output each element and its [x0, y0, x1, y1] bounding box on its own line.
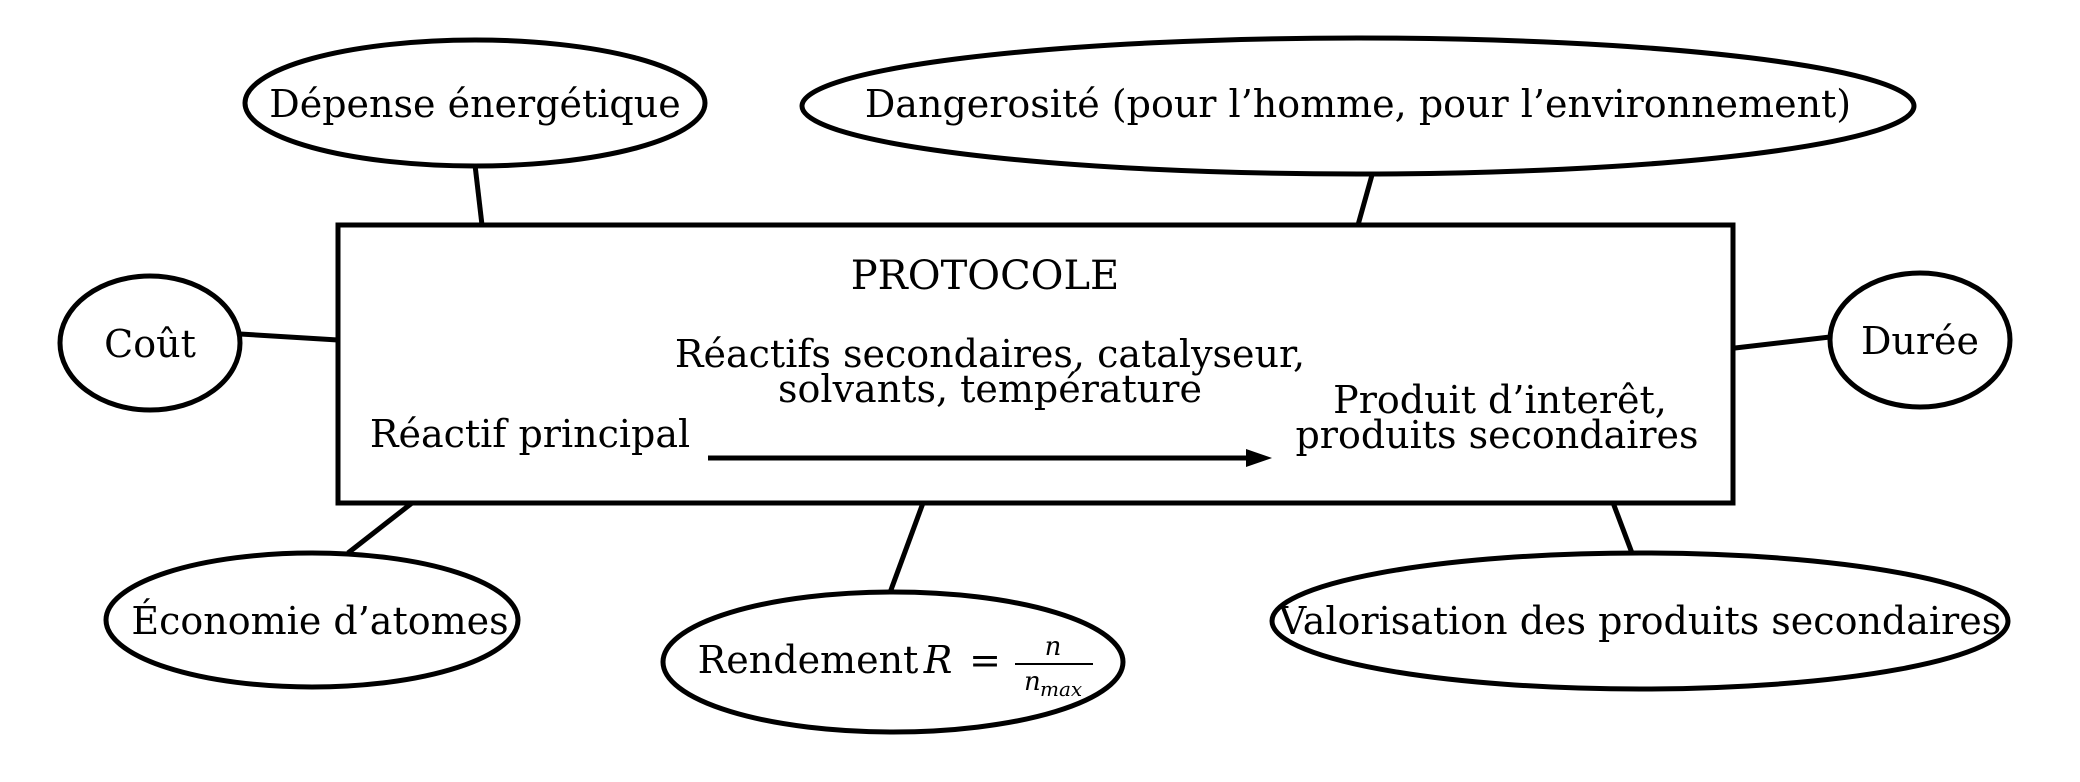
atom-economy-ellipse — [103, 550, 521, 690]
duration-ellipse — [1827, 270, 2013, 410]
connector-duration — [1734, 334, 1831, 351]
connector-danger — [1355, 174, 1375, 226]
yield-symbol: R — [923, 638, 953, 682]
cost-label: Coût — [104, 322, 196, 366]
connector-cost — [239, 331, 339, 343]
byproducts-ellipse — [1269, 550, 2011, 692]
yield-denominator-subscript: max — [1040, 677, 1082, 701]
yield-equals: = — [969, 638, 1001, 682]
criterion-danger: Dangerosité (pour l’homme, pour l’enviro… — [799, 35, 1917, 177]
yield-numerator: n — [1045, 632, 1062, 662]
connector-byproducts — [1609, 499, 1635, 554]
conditions-line-1: Réactifs secondaires, catalyseur, — [675, 332, 1305, 376]
product-line-2: produits secondaires — [1295, 413, 1698, 457]
danger-ellipse — [799, 35, 1917, 177]
energy-label: Dépense énergétique — [269, 82, 680, 126]
byproducts-label: Valorisation des produits secondaires — [1278, 599, 2001, 643]
product-line-1: Produit d’interêt, — [1333, 378, 1667, 422]
duration-label: Durée — [1861, 319, 1979, 363]
yield-label: Rendement — [698, 638, 919, 682]
yield-denominator: n — [1024, 667, 1041, 697]
criterion-cost: Coût — [57, 273, 243, 413]
criterion-duration: Durée — [1827, 270, 2013, 410]
cost-ellipse — [57, 273, 243, 413]
reaction-arrow-head — [1246, 449, 1272, 467]
main-reactant: Réactif principal — [370, 412, 690, 456]
connector-atom-economy — [346, 501, 414, 555]
atom-economy-label: Économie d’atomes — [131, 599, 508, 643]
energy-ellipse — [242, 37, 708, 169]
conditions-line-2: solvants, température — [778, 367, 1202, 411]
criterion-atom-economy: Économie d’atomes — [103, 550, 521, 690]
danger-label: Dangerosité (pour l’homme, pour l’enviro… — [865, 82, 1851, 126]
criterion-byproducts: Valorisation des produits secondaires — [1269, 550, 2011, 692]
connector-yield — [885, 502, 926, 599]
criterion-energy: Dépense énergétique — [242, 37, 708, 169]
connector-energy — [472, 164, 485, 226]
criterion-yield: Rendement R = n n max — [660, 589, 1126, 735]
yield-ellipse — [660, 589, 1126, 735]
protocol-title: PROTOCOLE — [851, 253, 1119, 299]
